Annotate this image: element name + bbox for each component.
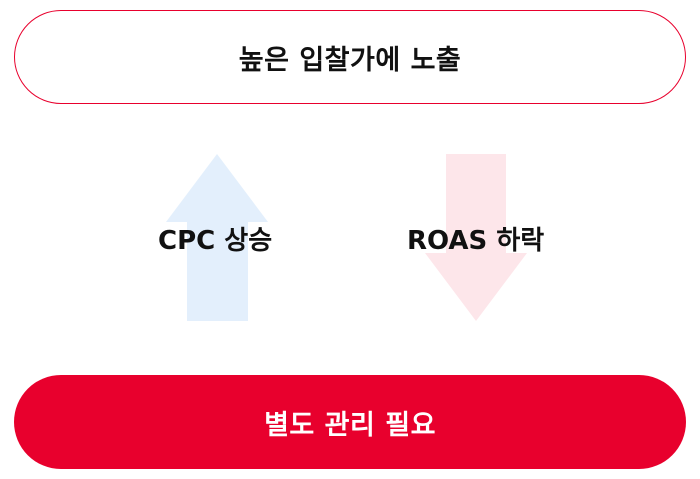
up-arrow-icon <box>166 154 268 321</box>
cpc-increase-label: CPC 상승 <box>158 226 273 256</box>
top-box-label: 높은 입찰가에 노출 <box>238 44 462 76</box>
top-box: 높은 입찰가에 노출 <box>14 10 686 104</box>
bottom-box-label: 별도 관리 필요 <box>264 409 436 441</box>
down-arrow-icon <box>425 154 527 321</box>
bottom-box: 별도 관리 필요 <box>14 375 686 469</box>
roas-decrease-label: ROAS 하락 <box>407 226 545 256</box>
